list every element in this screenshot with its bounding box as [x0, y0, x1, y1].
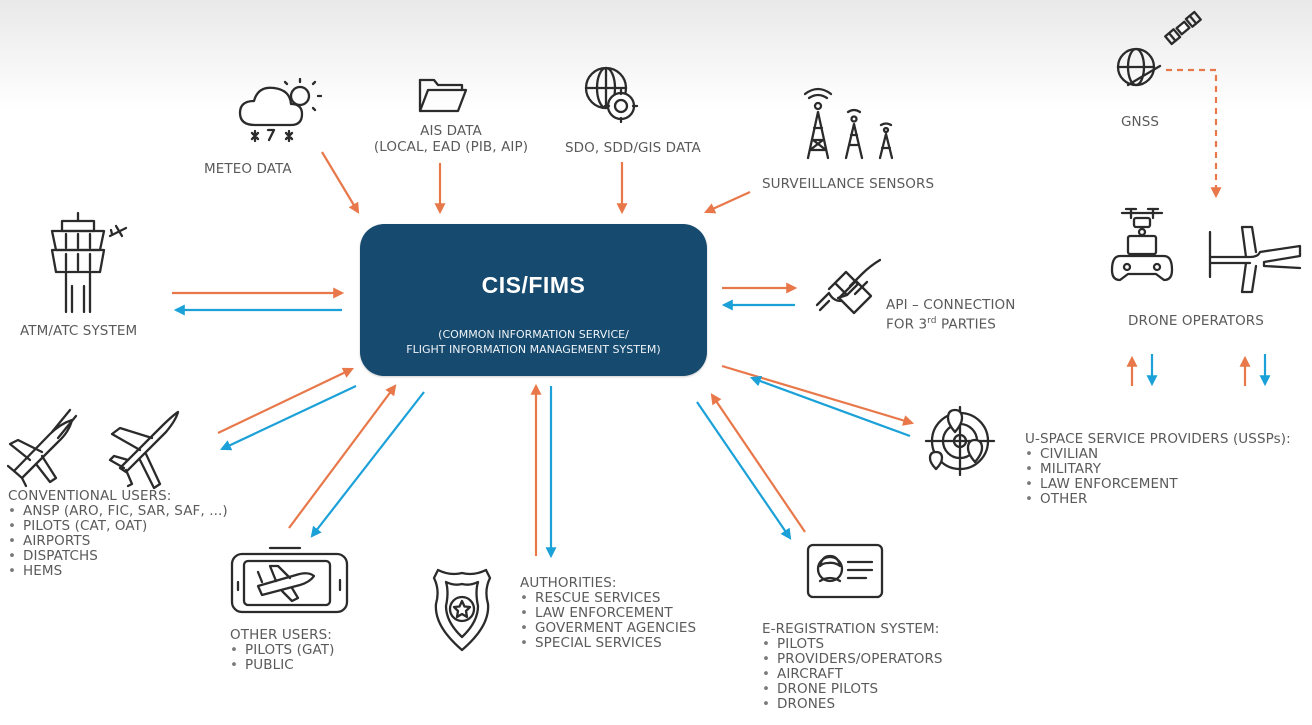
- arrow-surveillance-to-hub: [703, 190, 751, 214]
- control-tower-icon: [50, 211, 128, 314]
- list-item: LAW ENFORCEMENT: [1025, 477, 1291, 493]
- list-item: PUBLIC: [230, 658, 335, 674]
- hub-subtitle-line2: FLIGHT INFORMATION MANAGEMENT SYSTEM): [406, 343, 661, 356]
- arrow-eregistration-to-hub: [710, 393, 806, 533]
- arrow-gnss-to-operators: [1166, 68, 1222, 199]
- satellite-globe-icon: [1116, 10, 1202, 87]
- list-item: OTHER: [1025, 492, 1291, 508]
- airplane-icon: [108, 410, 180, 490]
- id-card-icon: [806, 543, 884, 599]
- api-line2-sup: rd: [927, 316, 937, 326]
- authorities-block: AUTHORITIES: RESCUE SERVICES LAW ENFORCE…: [520, 575, 696, 651]
- arrow-other-users-to-hub: [288, 384, 397, 529]
- e-registration-title: E-REGISTRATION SYSTEM:: [762, 621, 940, 637]
- plug-icon: [815, 258, 882, 315]
- list-item: DRONES: [762, 697, 943, 713]
- uspace-providers-list: CIVILIAN MILITARY LAW ENFORCEMENT OTHER: [1025, 447, 1291, 508]
- e-registration-block: E-REGISTRATION SYSTEM: PILOTS PROVIDERS/…: [762, 621, 943, 712]
- arrow-meteo-to-hub: [321, 151, 360, 214]
- authorities-title: AUTHORITIES:: [520, 575, 617, 591]
- arrow-uspace-to-hub: [749, 375, 911, 438]
- other-users-list: PILOTS (GAT) PUBLIC: [230, 643, 335, 674]
- api-connection-label: API – CONNECTION FOR 3rd PARTIES: [886, 297, 1015, 333]
- list-item: RESCUE SERVICES: [520, 591, 696, 607]
- list-item: AIRPORTS: [8, 534, 228, 550]
- list-item: AIRCRAFT: [762, 667, 943, 683]
- list-item: PROVIDERS/OPERATORS: [762, 652, 943, 668]
- ais-data-line1: AIS DATA: [420, 123, 482, 139]
- drone-operators-label: DRONE OPERATORS: [1128, 313, 1264, 329]
- arrow-hub-to-other-users: [310, 391, 425, 538]
- list-item: CIVILIAN: [1025, 447, 1291, 463]
- radio-tower-icon: [803, 87, 894, 160]
- ais-data-line2: (LOCAL, EAD (PIB, AIP): [373, 139, 529, 155]
- other-users-title: OTHER USERS:: [230, 627, 332, 643]
- other-users-block: OTHER USERS: PILOTS (GAT) PUBLIC: [230, 627, 335, 673]
- globe-target-icon: [584, 66, 639, 124]
- conventional-users-block: CONVENTIONAL USERS: ANSP (ARO, FIC, SAR,…: [8, 488, 228, 579]
- radar-map-icon: [924, 405, 996, 477]
- list-item: MILITARY: [1025, 462, 1291, 478]
- ais-data-label: AIS DATA (LOCAL, EAD (PIB, AIP): [362, 123, 540, 155]
- hub-subtitle-line1: (COMMON INFORMATION SERVICE/: [438, 328, 629, 341]
- list-item: PILOTS: [762, 637, 943, 653]
- e-registration-list: PILOTS PROVIDERS/OPERATORS AIRCRAFT DRON…: [762, 637, 943, 713]
- api-line2-suffix: PARTIES: [936, 316, 996, 333]
- list-item: DISPATCHS: [8, 549, 228, 565]
- uspace-providers-title: U-SPACE SERVICE PROVIDERS (USSPs):: [1025, 431, 1291, 447]
- list-item: SPECIAL SERVICES: [520, 636, 696, 652]
- arrow-conventional-to-hub: [217, 367, 354, 434]
- api-line2: FOR 3rd PARTIES: [886, 313, 1015, 333]
- authorities-list: RESCUE SERVICES LAW ENFORCEMENT GOVERMEN…: [520, 591, 696, 652]
- uav-plane-icon: [1208, 225, 1302, 294]
- fighter-jet-icon: [6, 408, 78, 488]
- meteo-data-label: METEO DATA: [204, 161, 292, 177]
- cis-fims-hub: CIS/FIMS (COMMON INFORMATION SERVICE/ FL…: [360, 224, 707, 376]
- api-line1: API – CONNECTION: [886, 297, 1016, 313]
- list-item: ANSP (ARO, FIC, SAR, SAF, ...): [8, 504, 228, 520]
- list-item: DRONE PILOTS: [762, 682, 943, 698]
- arrow-hub-to-uspace: [721, 364, 915, 426]
- conventional-users-list: ANSP (ARO, FIC, SAR, SAF, ...) PILOTS (C…: [8, 504, 228, 580]
- api-line2-prefix: FOR 3: [886, 316, 928, 333]
- weather-cloud-icon: [238, 77, 323, 143]
- police-badge-icon: [432, 568, 492, 652]
- list-item: HEMS: [8, 564, 228, 580]
- folder-icon: [418, 78, 468, 113]
- list-item: PILOTS (CAT, OAT): [8, 519, 228, 535]
- conventional-users-title: CONVENTIONAL USERS:: [8, 488, 172, 504]
- phone-plane-icon: [230, 546, 349, 614]
- arrow-hub-to-eregistration: [696, 401, 792, 540]
- atm-atc-system-label: ATM/ATC SYSTEM: [20, 323, 138, 339]
- list-item: PILOTS (GAT): [230, 643, 335, 659]
- list-item: GOVERMENT AGENCIES: [520, 621, 696, 637]
- hub-title: CIS/FIMS: [481, 272, 586, 298]
- arrow-hub-to-conventional: [220, 385, 357, 451]
- sdo-data-label: SDO, SDD/GIS DATA: [565, 140, 701, 156]
- list-item: LAW ENFORCEMENT: [520, 606, 696, 622]
- uspace-providers-block: U-SPACE SERVICE PROVIDERS (USSPs): CIVIL…: [1025, 431, 1291, 507]
- hub-subtitle: (COMMON INFORMATION SERVICE/ FLIGHT INFO…: [360, 327, 707, 357]
- drone-controller-icon: [1110, 207, 1174, 282]
- gnss-label: GNSS: [1121, 114, 1160, 130]
- surveillance-sensors-label: SURVEILLANCE SENSORS: [762, 176, 935, 192]
